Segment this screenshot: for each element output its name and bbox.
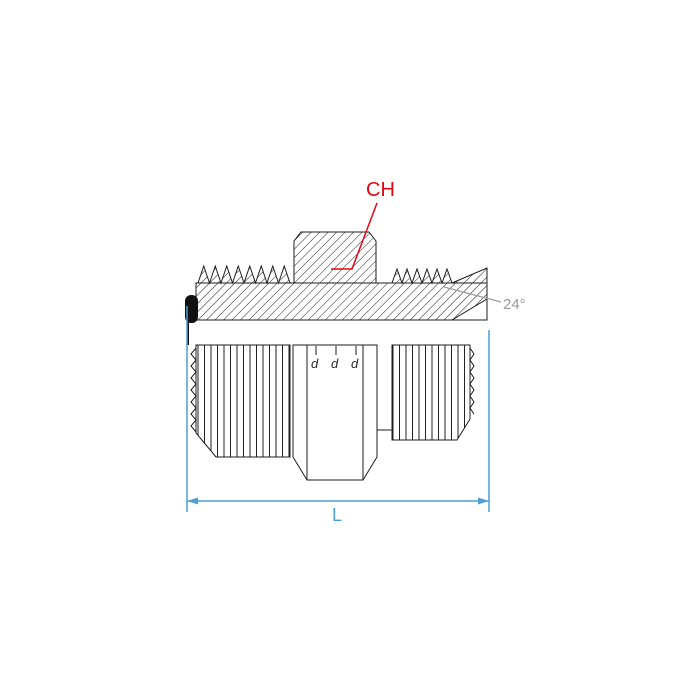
upper-cross-section: [185, 231, 488, 345]
ch-leader-line: [331, 202, 378, 270]
right-thread-teeth-section: [391, 267, 453, 285]
lower-external-view: d d d: [190, 344, 475, 481]
cone-angle-callout: 24°: [443, 286, 526, 313]
left-thread-crest-silhouette: [190, 347, 197, 433]
stamp-mark-3: d: [351, 356, 359, 371]
length-dimension: L: [186, 306, 490, 525]
body-wall-section: [195, 282, 488, 321]
right-thread-crest-silhouette: [469, 347, 475, 415]
hex-size-callout: CH: [331, 179, 395, 270]
stamp-marks: d d d: [311, 346, 359, 371]
dim-arrow-left: [187, 497, 198, 505]
left-thread-external: [195, 344, 291, 458]
oring-seal: [185, 295, 198, 323]
ch-label: CH: [366, 179, 395, 201]
angle-leader-line: [443, 286, 502, 303]
left-thread-teeth-section: [197, 264, 291, 285]
dim-arrow-right: [478, 497, 489, 505]
angle-label: 24°: [503, 296, 526, 313]
right-thread-external: [391, 344, 471, 441]
stamp-mark-1: d: [311, 356, 319, 371]
cone-seat-flare: [451, 267, 488, 284]
stamp-mark-2: d: [331, 356, 339, 371]
cone-bore-cut: [450, 298, 488, 321]
hex-boss-section: [293, 231, 377, 284]
length-label: L: [332, 505, 342, 525]
